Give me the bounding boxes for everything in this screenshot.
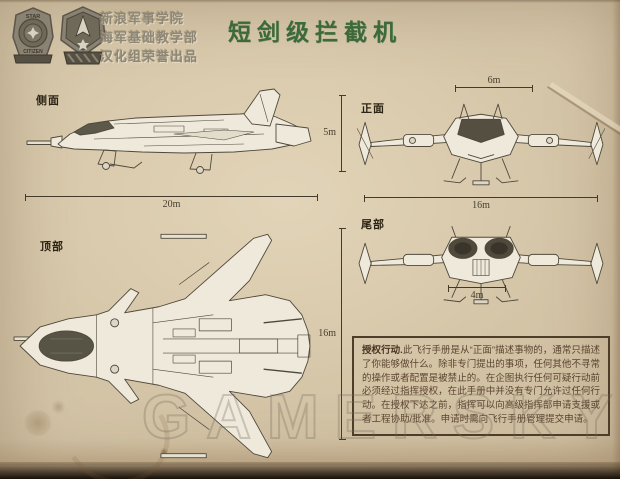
top-view-label: 顶部 — [40, 241, 64, 253]
authorization-note-lead: 授权行动. — [362, 345, 403, 356]
front-wingspan-dimension-line — [364, 195, 598, 202]
authorization-note-box: 授权行动.此飞行手册是从“正面”描述事物的，通常只描述了你能够做什么。除非专门提… — [352, 336, 610, 436]
side-view-drawing — [26, 88, 312, 174]
page-edge-shadow — [612, 0, 620, 479]
side-length-dimension: 20m — [162, 199, 181, 210]
rear-view-drawing — [358, 226, 604, 305]
side-length-dimension-line — [25, 194, 318, 201]
org-line-1: 新浪军事学院 — [100, 11, 185, 26]
coffee-stain — [51, 400, 66, 414]
rear-base-dimension-line — [448, 285, 506, 292]
top-length-dimension: 16m — [318, 328, 336, 339]
publisher-lines: 新浪军事学院 海军基础教学部 汉化组荣誉出品 — [100, 9, 198, 66]
svg-text:STAR: STAR — [26, 14, 41, 20]
svg-text:CITIZEN: CITIZEN — [23, 49, 43, 55]
side-height-dimension-line — [339, 95, 346, 172]
page-bottom-dark-edge — [0, 462, 620, 479]
rear-view-label: 尾部 — [361, 219, 385, 231]
front-view-drawing — [356, 103, 606, 186]
top-length-dimension-line — [339, 228, 346, 440]
org-line-3: 汉化组荣誉出品 — [100, 49, 199, 64]
rear-base-dimension: 4m — [470, 290, 484, 301]
side-height-dimension: 5m — [323, 127, 336, 138]
squadron-emblem-badge-icon — [60, 6, 106, 65]
top-view-drawing — [13, 233, 311, 459]
front-wingspan-dimension: 16m — [472, 200, 490, 211]
star-citizen-academy-badge-icon: STAR CITIZEN — [12, 7, 54, 64]
page-title: 短剑级拦截机 — [228, 20, 402, 45]
gamersky-watermark: GAMERSKY — [141, 382, 620, 453]
authorization-note-body: 此飞行手册是从“正面”描述事物的，通常只描述了你能够做什么。除非专门提出的事项，… — [362, 345, 601, 425]
ink-dot — [160, 448, 168, 456]
org-line-2: 海军基础教学部 — [100, 30, 199, 45]
coffee-stain — [24, 410, 52, 436]
page-edge-shadow — [0, 0, 620, 3]
front-view-label: 正面 — [361, 103, 385, 115]
page-curl-shadow — [0, 439, 620, 465]
front-hull-dimension: 6m — [487, 75, 501, 86]
front-hull-dimension-line — [455, 85, 533, 92]
side-view-label: 侧面 — [36, 95, 60, 107]
